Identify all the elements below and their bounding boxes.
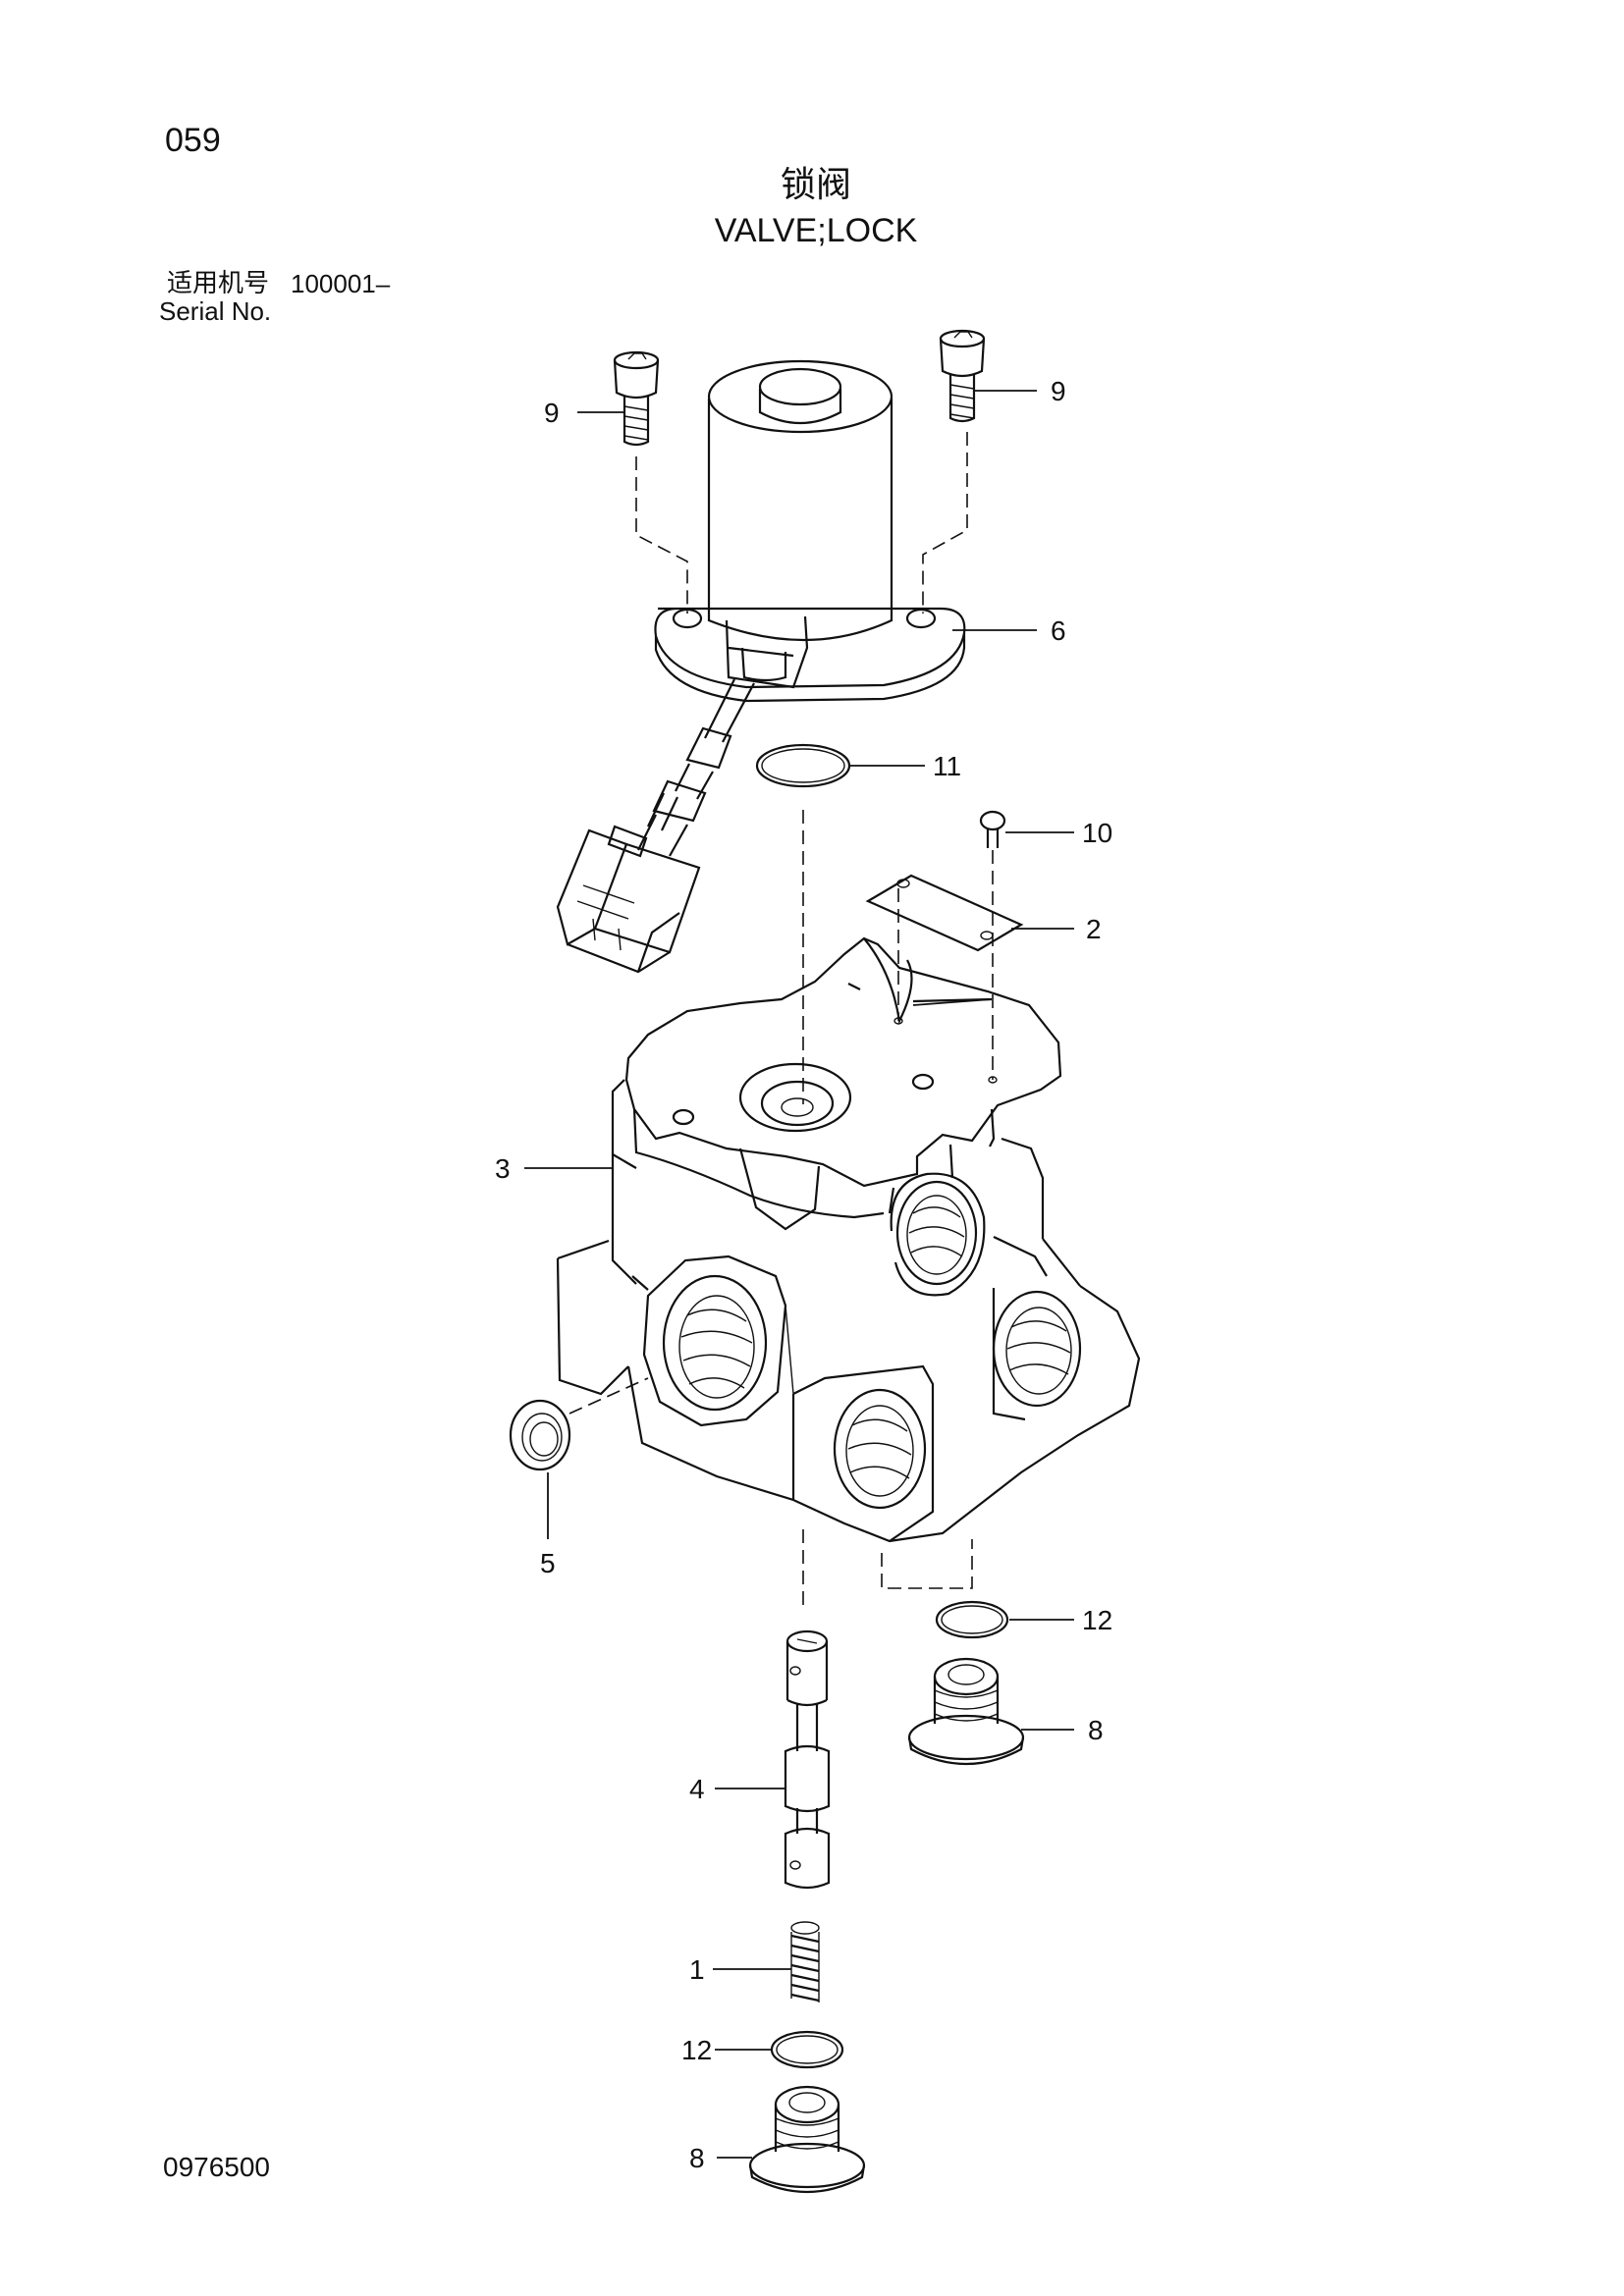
title-english: VALVE;LOCK <box>714 212 918 249</box>
serial-label-chinese: 适用机号 <box>167 269 270 298</box>
serial-value: 100001– <box>291 269 391 298</box>
screw-left-axis <box>635 456 688 614</box>
solenoid-coil <box>654 359 966 703</box>
callout-8a: 8 <box>1088 1715 1104 1745</box>
plug-right <box>907 1657 1025 1766</box>
drawing-number: 0976500 <box>163 2152 271 2182</box>
cap-screw-left <box>613 350 660 447</box>
title-chinese: 锁阀 <box>780 164 851 204</box>
callout-2: 2 <box>1086 914 1102 944</box>
screw-right-axis <box>922 432 968 614</box>
o-ring-upper <box>755 743 851 788</box>
plug-lower <box>748 2085 866 2194</box>
o-ring-right <box>935 1600 1009 1639</box>
callout-5: 5 <box>540 1548 556 1578</box>
callout-1: 1 <box>689 1954 705 1985</box>
valve-body <box>556 936 1141 1543</box>
callout-4: 4 <box>689 1774 705 1804</box>
callout-11: 11 <box>933 751 961 781</box>
page-number: 059 <box>165 122 221 159</box>
callout-10: 10 <box>1082 818 1112 848</box>
name-plate <box>865 874 1024 952</box>
callout-3: 3 <box>495 1153 511 1184</box>
lower-plug-axis <box>881 1539 973 1589</box>
connector-plug <box>556 825 701 974</box>
o-ring-lower <box>770 2030 844 2069</box>
plug-side-axis <box>568 1377 649 1415</box>
callout-12b: 12 <box>681 2035 712 2065</box>
serial-label-english: Serial No. <box>159 296 272 326</box>
spool <box>784 1629 831 1890</box>
callout-8b: 8 <box>689 2143 705 2173</box>
callout-12a: 12 <box>1082 1605 1112 1635</box>
callout-6: 6 <box>1051 615 1066 646</box>
spring <box>790 1921 820 2002</box>
solenoid-lead-wire <box>637 678 755 857</box>
plug-side <box>509 1399 571 1471</box>
leader-2b <box>912 998 993 1006</box>
callout-9a: 9 <box>544 398 560 428</box>
small-screw <box>979 810 1006 848</box>
callout-9b: 9 <box>1051 376 1066 406</box>
cap-screw-right <box>939 329 986 423</box>
